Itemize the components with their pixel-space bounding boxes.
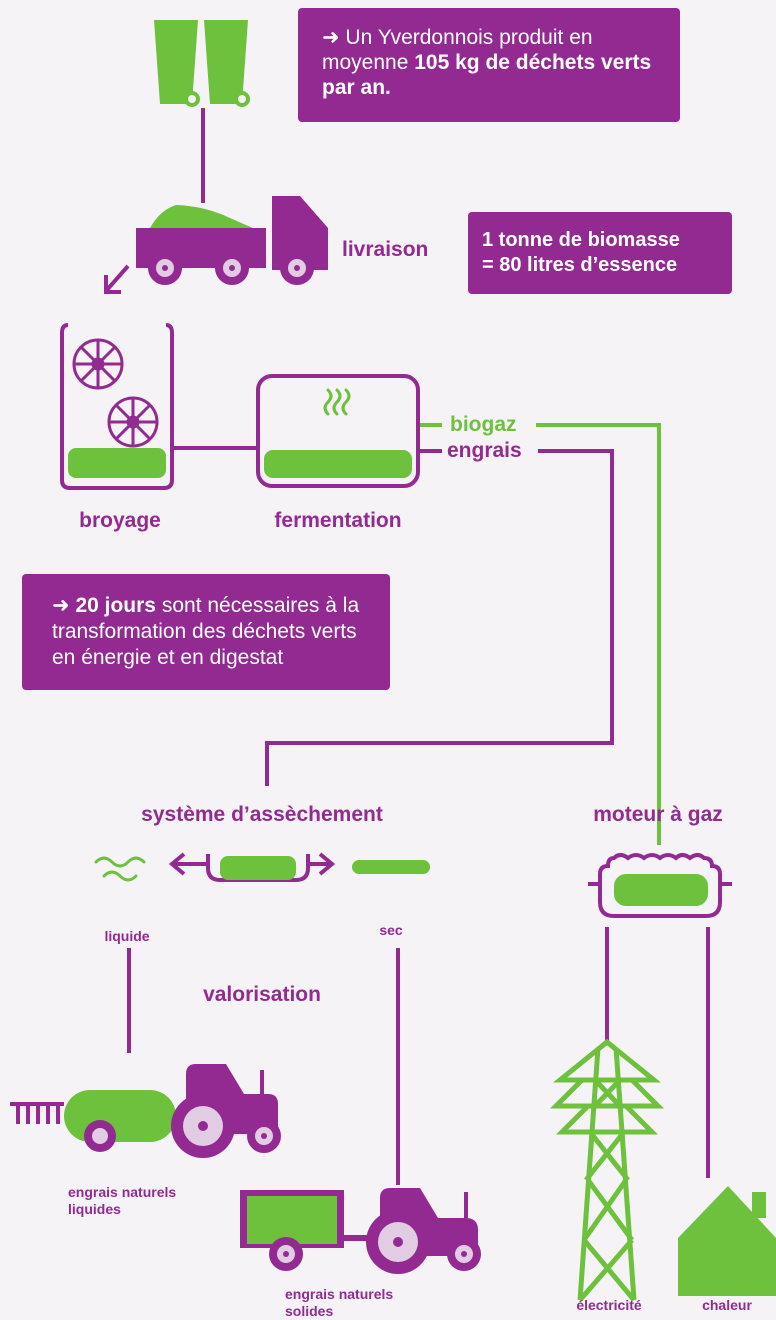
power-pylon-icon	[549, 1038, 665, 1302]
liquid-waves-icon	[94, 856, 146, 882]
trailer-tractor-icon	[240, 1188, 481, 1274]
slurry-tractor-icon	[10, 1064, 281, 1158]
connector-lines	[104, 108, 710, 1185]
label-moteur-a-gaz: moteur à gaz	[593, 803, 723, 826]
house-icon	[678, 1186, 776, 1296]
label-liquide: liquide	[104, 928, 150, 944]
label-valorisation: valorisation	[203, 983, 321, 1006]
label-engrais-solides: engrais naturels solides	[285, 1286, 394, 1319]
production-info-lead: ➜ Un Yverdonnois produit en moyenne	[322, 26, 593, 74]
biomass-info-box: 1 tonne de biomasse = 80 litres d’essenc…	[468, 212, 732, 294]
duration-info-arrow: ➜	[52, 594, 70, 617]
delivery-arrow	[104, 264, 130, 294]
label-electricite: électricité	[576, 1297, 642, 1313]
engrais-line	[265, 449, 614, 786]
label-broyage: broyage	[79, 509, 161, 532]
production-info-box: ➜ Un Yverdonnois produit en moyenne 105 …	[298, 8, 680, 122]
biogaz-line	[536, 423, 661, 845]
biomass-info-line1: 1 tonne de biomasse	[482, 229, 680, 251]
label-sec: sec	[379, 922, 403, 938]
label-livraison: livraison	[342, 238, 429, 261]
duration-info-box: ➜ 20 jours sont nécessaires à la transfo…	[22, 574, 390, 690]
label-fermentation: fermentation	[274, 509, 402, 532]
gas-engine-icon	[588, 853, 732, 918]
grinder-icon	[60, 323, 174, 490]
biomass-info-line2: = 80 litres d’essence	[482, 254, 678, 276]
delivery-truck-icon	[136, 196, 328, 285]
duration-info-rest: sont nécessaires à la transformation des…	[52, 594, 360, 669]
label-engrais: engrais	[447, 439, 522, 462]
label-biogaz: biogaz	[450, 413, 517, 436]
label-systeme-assechement: système d’assèchement	[141, 803, 383, 826]
duration-info-highlight: 20 jours	[75, 594, 156, 617]
dry-matter-bar	[352, 860, 430, 874]
production-info-highlight: 105 kg de déchets verts par an.	[322, 51, 652, 99]
green-bins-icon	[154, 20, 250, 107]
label-chaleur: chaleur	[702, 1297, 752, 1313]
fermenter-tank-icon	[256, 374, 420, 488]
gas-waves-icon	[323, 388, 351, 416]
drying-system-icon	[168, 852, 430, 882]
label-engrais-liquides: engrais naturels liquides	[68, 1184, 177, 1217]
